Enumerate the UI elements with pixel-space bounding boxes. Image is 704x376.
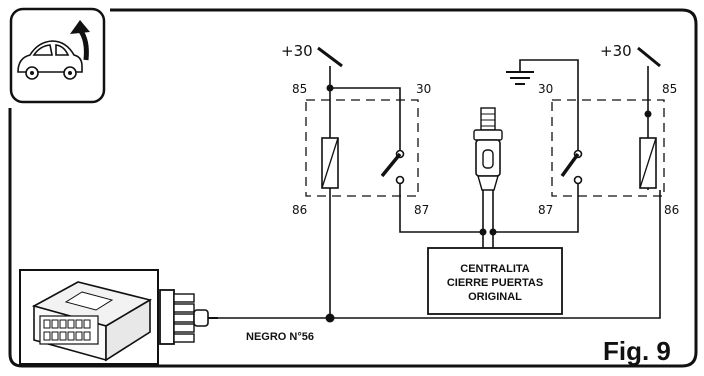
outer-frame	[8, 8, 698, 368]
car-icon-box	[9, 7, 106, 104]
central-unit-line1: CENTRALITA	[460, 263, 530, 275]
relay-left: 85 30 86 87	[292, 82, 431, 217]
junction-dots	[325, 84, 652, 323]
central-unit-line2: CIERRE PUERTAS	[447, 277, 543, 289]
switch-icon	[317, 46, 343, 68]
door-lock-connector	[473, 107, 503, 191]
curved-arrow-icon	[70, 20, 90, 61]
control-module-icon	[31, 281, 153, 362]
pin-86-left: 86	[292, 203, 307, 217]
pin-30-right: 30	[538, 82, 553, 96]
pin-86-right: 86	[664, 203, 679, 217]
switch-icon	[380, 149, 405, 185]
ground-icon	[506, 71, 534, 85]
switch-icon	[637, 46, 661, 68]
pin-87-left: 87	[414, 203, 429, 217]
pin-85-right: 85	[662, 82, 677, 96]
control-module-box	[19, 269, 159, 365]
car-icon	[17, 40, 83, 80]
figure-label: Fig. 9	[603, 336, 671, 366]
switch-icon	[560, 149, 583, 185]
relay-right: 30 85 87 86	[538, 82, 679, 217]
wire-label: NEGRO N°56	[246, 331, 314, 343]
pin-30-left: 30	[416, 82, 431, 96]
central-unit-box: CENTRALITA CIERRE PUERTAS ORIGINAL	[427, 247, 563, 315]
pin-87-right: 87	[538, 203, 553, 217]
connector-icon	[159, 289, 218, 345]
supply-left-label: +30	[281, 42, 313, 60]
diode-icon	[482, 149, 494, 169]
supply-right-label: +30	[600, 42, 632, 60]
supply-left: +30	[281, 42, 343, 68]
pin-85-left: 85	[292, 82, 307, 96]
central-unit-line3: ORIGINAL	[468, 291, 522, 303]
supply-right: +30	[600, 42, 661, 68]
